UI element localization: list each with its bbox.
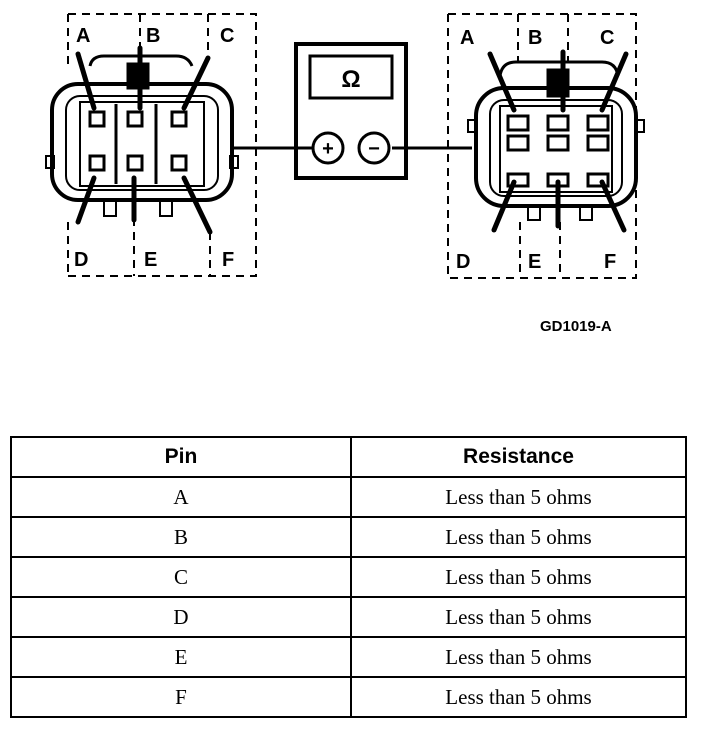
pin-cell: D xyxy=(10,596,352,638)
resistance-cell: Less than 5 ohms xyxy=(350,636,687,678)
resistance-cell: Less than 5 ohms xyxy=(350,516,687,558)
right-pin-label-a: A xyxy=(460,27,474,49)
header-pin: Pin xyxy=(10,436,352,478)
table-row: B Less than 5 ohms xyxy=(10,516,687,558)
table-header-row: Pin Resistance xyxy=(10,436,687,478)
resistance-cell: Less than 5 ohms xyxy=(350,556,687,598)
right-pin-label-b: B xyxy=(528,27,542,49)
right-pin-label-c: C xyxy=(600,27,614,49)
negative-terminal-icon xyxy=(357,131,391,165)
left-pin-label-e: E xyxy=(144,249,157,271)
figure-id: GD1019-A xyxy=(540,318,612,335)
pin-cell: A xyxy=(10,476,352,518)
right-pin-label-e: E xyxy=(528,251,541,273)
left-connector xyxy=(45,13,257,277)
table-row: E Less than 5 ohms xyxy=(10,636,687,678)
pin-cell: E xyxy=(10,636,352,678)
left-pin-label-c: C xyxy=(220,25,234,47)
left-pin-labels: A B C D E F xyxy=(74,25,234,271)
ohm-symbol: Ω xyxy=(341,66,360,93)
resistance-table: Pin Resistance A Less than 5 ohms B Less… xyxy=(10,436,687,718)
left-pin-label-f: F xyxy=(222,249,234,271)
pin-cell: F xyxy=(10,676,352,718)
table-row: F Less than 5 ohms xyxy=(10,676,687,718)
resistance-cell: Less than 5 ohms xyxy=(350,476,687,518)
left-pin-label-b: B xyxy=(146,25,160,47)
right-pin-label-f: F xyxy=(604,251,616,273)
right-pin-label-d: D xyxy=(456,251,470,273)
right-pin-labels: A B C D E F xyxy=(456,27,616,273)
pin-cell: B xyxy=(10,516,352,558)
left-pin-label-a: A xyxy=(76,25,90,47)
plus-symbol: + xyxy=(322,138,334,160)
connector-test-diagram: A B C D E F Ω + − xyxy=(45,13,645,279)
resistance-cell: Less than 5 ohms xyxy=(350,676,687,718)
pin-cell: C xyxy=(10,556,352,598)
minus-symbol: − xyxy=(368,138,380,160)
right-connector xyxy=(447,13,645,279)
header-resistance: Resistance xyxy=(350,436,687,478)
positive-terminal-icon xyxy=(311,131,345,165)
table-row: A Less than 5 ohms xyxy=(10,476,687,518)
resistance-cell: Less than 5 ohms xyxy=(350,596,687,638)
ohmmeter xyxy=(294,42,408,180)
table-row: C Less than 5 ohms xyxy=(10,556,687,598)
left-pin-label-d: D xyxy=(74,249,88,271)
table-row: D Less than 5 ohms xyxy=(10,596,687,638)
